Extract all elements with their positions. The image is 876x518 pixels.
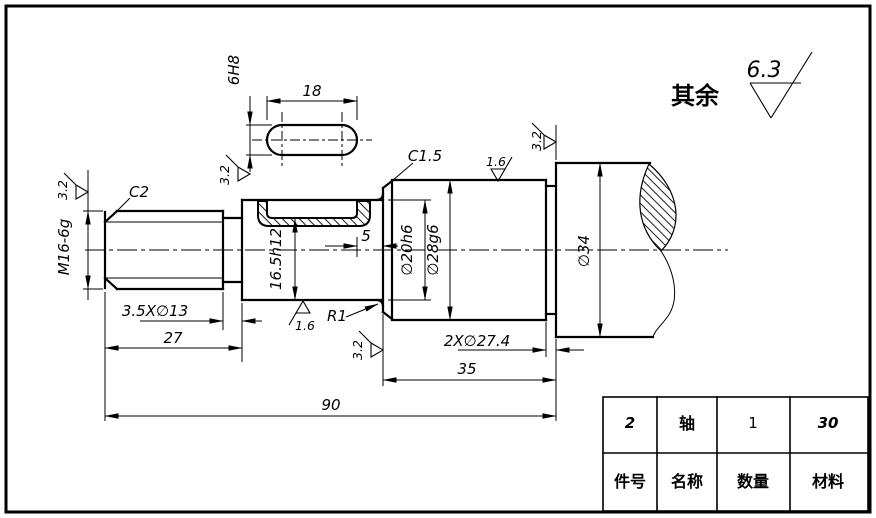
note-prefix: 其余: [671, 82, 720, 110]
dim-dia28: ∅28g6: [424, 224, 442, 275]
dim-thread: M16-6g: [55, 219, 73, 276]
shaft-outline: [103, 161, 655, 339]
svg-text:1.6: 1.6: [486, 154, 506, 169]
dim-undercut: 3.5X∅13: [122, 302, 188, 320]
title-label-part-no: 件号: [614, 472, 646, 491]
break-line: [652, 250, 676, 338]
keyway-section-hatch: [257, 200, 371, 227]
general-roughness-note: 其余 6.3: [671, 51, 813, 119]
dim-dia20: ∅20h6: [398, 224, 416, 275]
roughness-3-2-dia34: 3.2: [529, 122, 558, 151]
dim-length-35: 35: [457, 360, 476, 378]
title-block-grid: [602, 396, 869, 512]
keyway-detail-view: 18 6H8 3.2: [217, 55, 372, 185]
main-view: M16-6g C2 3.5X∅13 27 90 35 2X∅27.4 5 16.…: [55, 122, 728, 421]
dim-chamfer-c15: C1.5: [408, 147, 442, 165]
keyway-centerlines: [252, 112, 372, 168]
svg-text:3.2: 3.2: [350, 340, 365, 360]
roughness-check-icon: [749, 51, 813, 119]
roughness-3-2-thread: 3.2: [55, 172, 90, 200]
drawing-frame: [4, 4, 872, 514]
title-label-name: 名称: [671, 472, 703, 491]
roughness-3-2-keyway: 3.2: [217, 154, 252, 185]
svg-text:3.2: 3.2: [55, 180, 70, 200]
dim-dia34: ∅34: [575, 235, 593, 267]
title-block: 2 轴 1 30 件号 名称 数量 材料: [602, 396, 869, 512]
roughness-marks: 3.2 1.6 3.2 1.6 3.2: [55, 122, 558, 360]
dim-length-5: 5: [361, 227, 371, 245]
dim-keyway-length: 18: [302, 82, 321, 100]
svg-text:3.2: 3.2: [217, 165, 232, 185]
dim-length-27: 27: [163, 329, 183, 347]
roughness-3-2-shoulder: 3.2: [350, 330, 385, 360]
roughness-1-6-keyway-bottom: 1.6: [288, 299, 315, 333]
title-cell-material: 30: [818, 414, 839, 432]
title-label-material: 材料: [812, 472, 844, 491]
note-value: 6.3: [747, 58, 782, 83]
thread-minor-lines: [105, 221, 223, 279]
keyway-dim-lines: [246, 96, 358, 172]
title-cell-part-no: 2: [625, 414, 635, 432]
dim-keyway-depth: 16.5h12: [267, 228, 285, 290]
dimension-lines: [85, 162, 603, 419]
roughness-1-6-dia28-top: 1.6: [486, 154, 513, 183]
dim-length-90: 90: [321, 396, 340, 414]
title-cell-qty: 1: [748, 414, 758, 432]
title-label-qty: 数量: [737, 472, 769, 491]
svg-text:3.2: 3.2: [529, 131, 544, 151]
svg-text:1.6: 1.6: [295, 318, 315, 333]
dim-groove: 2X∅27.4: [444, 332, 510, 350]
dim-fillet-r1: R1: [327, 307, 347, 325]
title-cell-name: 轴: [679, 414, 695, 433]
dim-keyway-width: 6H8: [225, 55, 243, 85]
dim-chamfer-c2: C2: [129, 183, 149, 201]
